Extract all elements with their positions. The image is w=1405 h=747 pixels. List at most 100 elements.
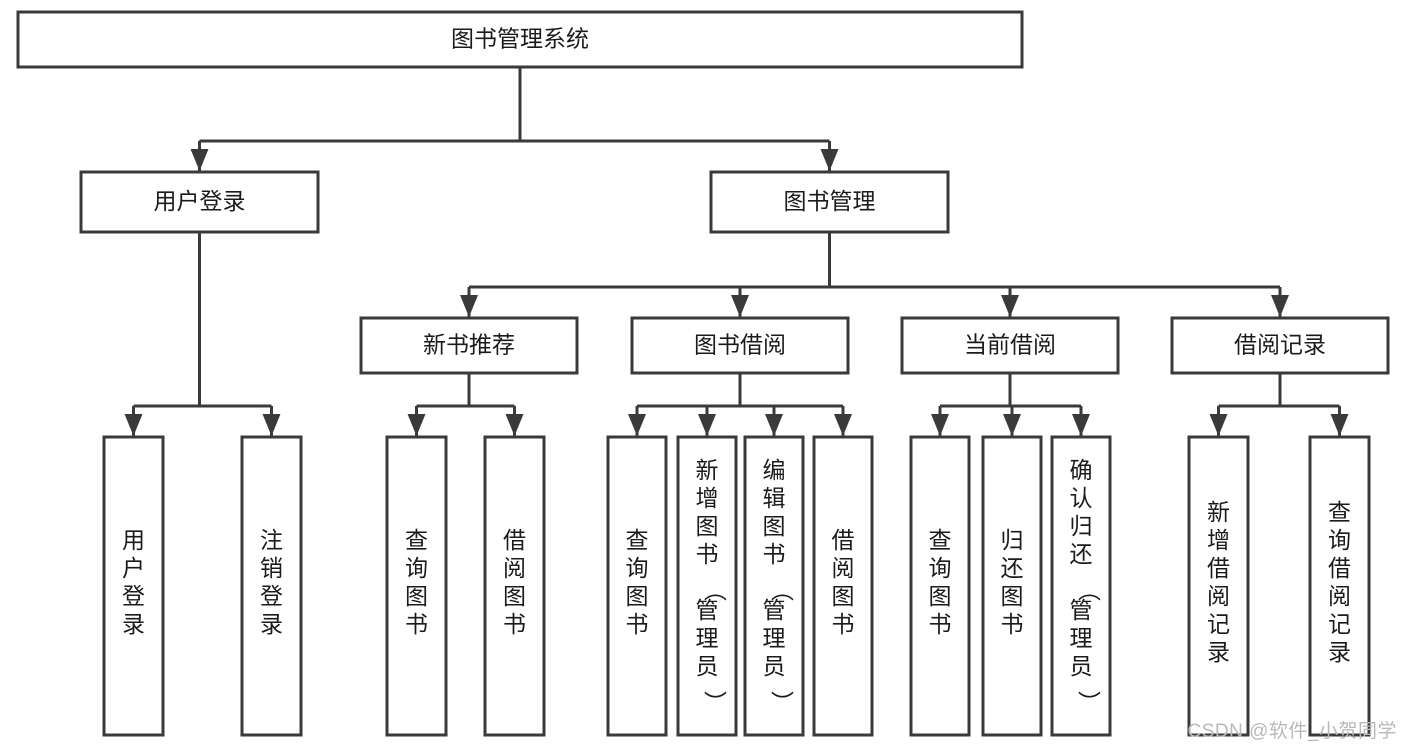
- node-box-new-book-recommend: [359, 316, 579, 375]
- node-label-leaf-edit-book-char-3: 书: [763, 541, 786, 567]
- arrow-head-icon: [190, 149, 209, 171]
- node-box-leaf-query-record: [1308, 435, 1371, 737]
- node-label-leaf-edit-book-char-5: 管: [763, 597, 786, 623]
- node-label-leaf-add-book-char-4: （: [702, 579, 728, 602]
- node-label-leaf-logout-char-1: 销: [260, 555, 283, 581]
- node-box-current-borrow: [900, 316, 1120, 375]
- node-label-leaf-confirm-return-char-2: 归: [1070, 513, 1093, 539]
- edge-group-current-borrow: [931, 373, 1090, 436]
- node-box-leaf-add-book: [676, 435, 738, 737]
- node-box-leaf-query-book-3: [909, 435, 971, 737]
- arrow-head-icon: [628, 414, 646, 436]
- node-label-leaf-add-book-char-2: 图: [696, 513, 719, 539]
- node-leaf-user-login[interactable]: 用户登录: [102, 435, 165, 737]
- node-label-leaf-add-record-char-2: 借: [1207, 555, 1230, 581]
- node-label-leaf-add-book-char-1: 增: [696, 485, 719, 511]
- node-current-borrow[interactable]: 当前借阅: [900, 316, 1120, 375]
- node-root[interactable]: 图书管理系统: [16, 10, 1024, 69]
- node-label-leaf-query-book-2-char-0: 查: [626, 527, 649, 553]
- node-label-leaf-logout-char-3: 录: [260, 611, 283, 637]
- node-box-borrow-record: [1170, 316, 1390, 375]
- node-user-login[interactable]: 用户登录: [79, 170, 320, 234]
- node-label-leaf-query-book-3-char-3: 书: [929, 611, 952, 637]
- node-label-leaf-query-book-3-char-1: 询: [929, 555, 952, 581]
- node-label-leaf-logout-char-2: 登: [260, 583, 283, 609]
- node-label-leaf-add-book-char-3: 书: [696, 541, 719, 567]
- node-label-leaf-add-record-char-1: 增: [1207, 527, 1230, 553]
- node-book-manage[interactable]: 图书管理: [709, 170, 950, 234]
- node-label-leaf-query-book-3-char-0: 查: [929, 527, 952, 553]
- node-label-leaf-logout-char-0: 注: [260, 527, 283, 553]
- arrow-head-icon: [460, 295, 478, 317]
- node-label-leaf-return-book-char-0: 归: [1001, 527, 1024, 553]
- node-label-leaf-edit-book-char-2: 图: [763, 513, 786, 539]
- arrow-head-icon: [698, 414, 716, 436]
- edge-group-borrow-record: [1209, 373, 1349, 436]
- node-label-leaf-query-book-1-char-0: 查: [405, 527, 428, 553]
- node-label-leaf-add-record-char-4: 记: [1207, 611, 1230, 637]
- node-label-leaf-query-book-2-char-1: 询: [626, 555, 649, 581]
- node-label-leaf-borrow-book-2-char-1: 阅: [832, 555, 855, 581]
- arrow-head-icon: [1330, 414, 1349, 436]
- node-box-leaf-edit-book: [743, 435, 805, 737]
- node-box-book-borrow: [630, 316, 850, 375]
- node-box-leaf-confirm-return: [1050, 435, 1112, 737]
- node-label-leaf-borrow-book-2-char-2: 图: [832, 583, 855, 609]
- node-label-leaf-query-book-2-char-2: 图: [626, 583, 649, 609]
- node-label-leaf-query-record-char-1: 询: [1328, 527, 1351, 553]
- node-label-leaf-query-record-char-4: 记: [1328, 611, 1351, 637]
- node-box-leaf-borrow-book-2: [812, 435, 874, 737]
- node-label-leaf-borrow-book-1-char-3: 书: [503, 611, 526, 637]
- node-label-leaf-user-login-char-0: 用: [122, 527, 145, 553]
- node-label-leaf-edit-book-char-0: 编: [763, 457, 786, 483]
- node-label-leaf-user-login-char-2: 登: [122, 583, 145, 609]
- node-layer: 图书管理系统用户登录图书管理新书推荐图书借阅当前借阅借阅记录用户登录注销登录查询…: [16, 10, 1390, 737]
- node-label-leaf-confirm-return-char-0: 确: [1070, 457, 1093, 483]
- node-box-leaf-return-book: [981, 435, 1043, 737]
- node-label-leaf-borrow-book-1-char-2: 图: [503, 583, 526, 609]
- node-label-leaf-query-record-char-0: 查: [1328, 499, 1351, 525]
- node-borrow-record[interactable]: 借阅记录: [1170, 316, 1390, 375]
- node-label-leaf-edit-book-char-7: 员: [763, 653, 786, 679]
- arrow-head-icon: [1209, 414, 1228, 436]
- node-book-borrow[interactable]: 图书借阅: [630, 316, 850, 375]
- node-box-book-manage: [709, 170, 950, 234]
- node-box-leaf-query-book-1: [385, 435, 448, 737]
- node-label-current-borrow: 当前借阅: [964, 332, 1056, 358]
- edge-group-book-borrow: [628, 373, 852, 436]
- node-label-leaf-user-login-char-3: 录: [122, 611, 145, 637]
- node-label-borrow-record: 借阅记录: [1234, 332, 1326, 358]
- arrow-head-icon: [765, 414, 783, 436]
- node-label-leaf-confirm-return-char-5: 管: [1070, 597, 1093, 623]
- node-box-root: [16, 10, 1024, 69]
- node-label-leaf-borrow-book-1-char-1: 阅: [503, 555, 526, 581]
- node-label-leaf-borrow-book-1-char-0: 借: [503, 527, 526, 553]
- node-new-book-recommend[interactable]: 新书推荐: [359, 316, 579, 375]
- arrow-head-icon: [931, 414, 949, 436]
- node-label-leaf-add-book-char-5: 管: [696, 597, 719, 623]
- arrow-head-icon: [1001, 295, 1019, 317]
- node-label-leaf-add-book-char-0: 新: [696, 457, 719, 483]
- arrow-head-icon: [407, 414, 426, 436]
- node-label-leaf-confirm-return-char-6: 理: [1070, 625, 1093, 651]
- node-box-user-login: [79, 170, 320, 234]
- node-box-leaf-user-login: [102, 435, 165, 737]
- node-label-leaf-query-book-2-char-3: 书: [626, 611, 649, 637]
- node-label-leaf-confirm-return-char-4: （: [1076, 579, 1102, 602]
- node-label-leaf-confirm-return-char-1: 认: [1070, 485, 1093, 511]
- arrow-head-icon: [124, 414, 143, 436]
